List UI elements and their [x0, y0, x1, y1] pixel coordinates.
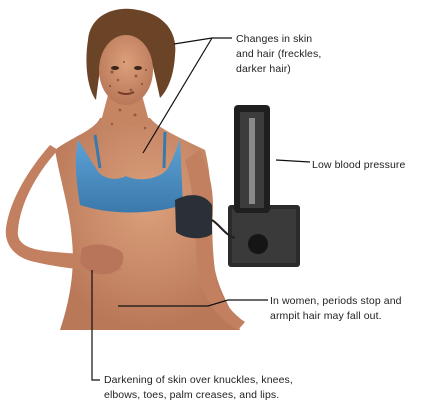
annotation-periods: In women, periods stop and armpit hair m… [270, 294, 435, 324]
bp-device [212, 105, 300, 267]
leader-bp [276, 160, 310, 162]
annotation-darkening: Darkening of skin over knuckles, knees, … [104, 373, 424, 403]
annotation-skin-hair: Changes in skin and hair (freckles, dark… [236, 32, 376, 77]
annotation-blood-pressure: Low blood pressure [312, 158, 437, 173]
bp-cuff [175, 195, 212, 238]
